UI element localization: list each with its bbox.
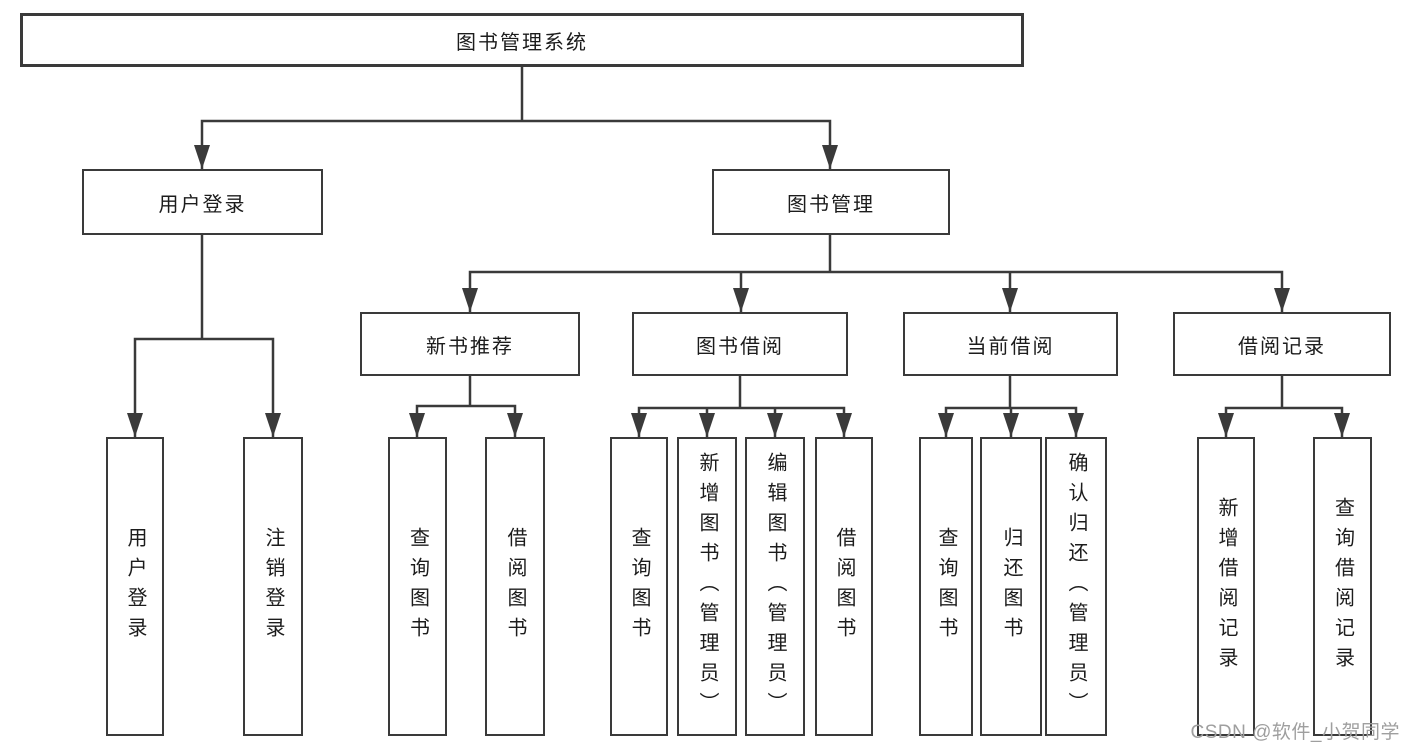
node-root-system-label: 图书管理系统 bbox=[456, 31, 588, 54]
leaf-edit-book-admin: 编辑图书（管理员） bbox=[745, 437, 805, 736]
leaf-recommend-borrow-book-label: 借阅图书 bbox=[504, 526, 526, 647]
node-user-login: 用户登录 bbox=[82, 169, 323, 235]
leaf-borrow-query-book: 查询图书 bbox=[610, 437, 668, 736]
node-new-book-recommend: 新书推荐 bbox=[360, 312, 580, 376]
node-user-login-label: 用户登录 bbox=[158, 193, 247, 216]
node-borrow-record-label: 借阅记录 bbox=[1238, 335, 1326, 358]
node-book-borrow-label: 图书借阅 bbox=[696, 335, 784, 358]
leaf-add-book-admin: 新增图书（管理员） bbox=[677, 437, 737, 736]
node-current-borrow: 当前借阅 bbox=[903, 312, 1118, 376]
leaf-current-query-book: 查询图书 bbox=[919, 437, 973, 736]
leaf-add-borrow-record-label: 新增借阅记录 bbox=[1215, 496, 1237, 677]
leaf-query-borrow-record-label: 查询借阅记录 bbox=[1331, 496, 1354, 677]
leaf-logout-label: 注销登录 bbox=[262, 526, 284, 647]
node-root-system: 图书管理系统 bbox=[20, 13, 1024, 67]
leaf-user-login: 用户登录 bbox=[106, 437, 164, 736]
leaf-recommend-query-book: 查询图书 bbox=[388, 437, 447, 736]
leaf-recommend-query-book-label: 查询图书 bbox=[406, 526, 429, 647]
csdn-watermark: CSDN @软件_小贺同学 bbox=[1190, 722, 1400, 743]
node-book-management: 图书管理 bbox=[712, 169, 950, 235]
leaf-add-borrow-record: 新增借阅记录 bbox=[1197, 437, 1255, 736]
arrowhead-icons bbox=[127, 145, 1350, 437]
node-new-book-recommend-label: 新书推荐 bbox=[426, 335, 514, 358]
node-current-borrow-label: 当前借阅 bbox=[966, 335, 1055, 358]
node-borrow-record: 借阅记录 bbox=[1173, 312, 1391, 376]
node-book-management-label: 图书管理 bbox=[787, 193, 875, 216]
leaf-borrow-query-book-label: 查询图书 bbox=[628, 526, 650, 647]
leaf-borrow-book-label: 借阅图书 bbox=[833, 526, 855, 647]
leaf-return-book: 归还图书 bbox=[980, 437, 1042, 736]
leaf-current-query-book-label: 查询图书 bbox=[935, 526, 957, 647]
leaf-query-borrow-record: 查询借阅记录 bbox=[1313, 437, 1372, 736]
leaf-borrow-book: 借阅图书 bbox=[815, 437, 873, 736]
leaf-edit-book-admin-label: 编辑图书（管理员） bbox=[764, 451, 786, 722]
leaf-recommend-borrow-book: 借阅图书 bbox=[485, 437, 545, 736]
leaf-confirm-return-admin: 确认归还（管理员） bbox=[1045, 437, 1107, 736]
leaf-return-book-label: 归还图书 bbox=[1000, 526, 1022, 647]
leaf-logout: 注销登录 bbox=[243, 437, 303, 736]
leaf-confirm-return-admin-label: 确认归还（管理员） bbox=[1065, 451, 1087, 722]
node-book-borrow: 图书借阅 bbox=[632, 312, 848, 376]
leaf-add-book-admin-label: 新增图书（管理员） bbox=[696, 451, 718, 722]
leaf-user-login-label: 用户登录 bbox=[124, 526, 146, 647]
